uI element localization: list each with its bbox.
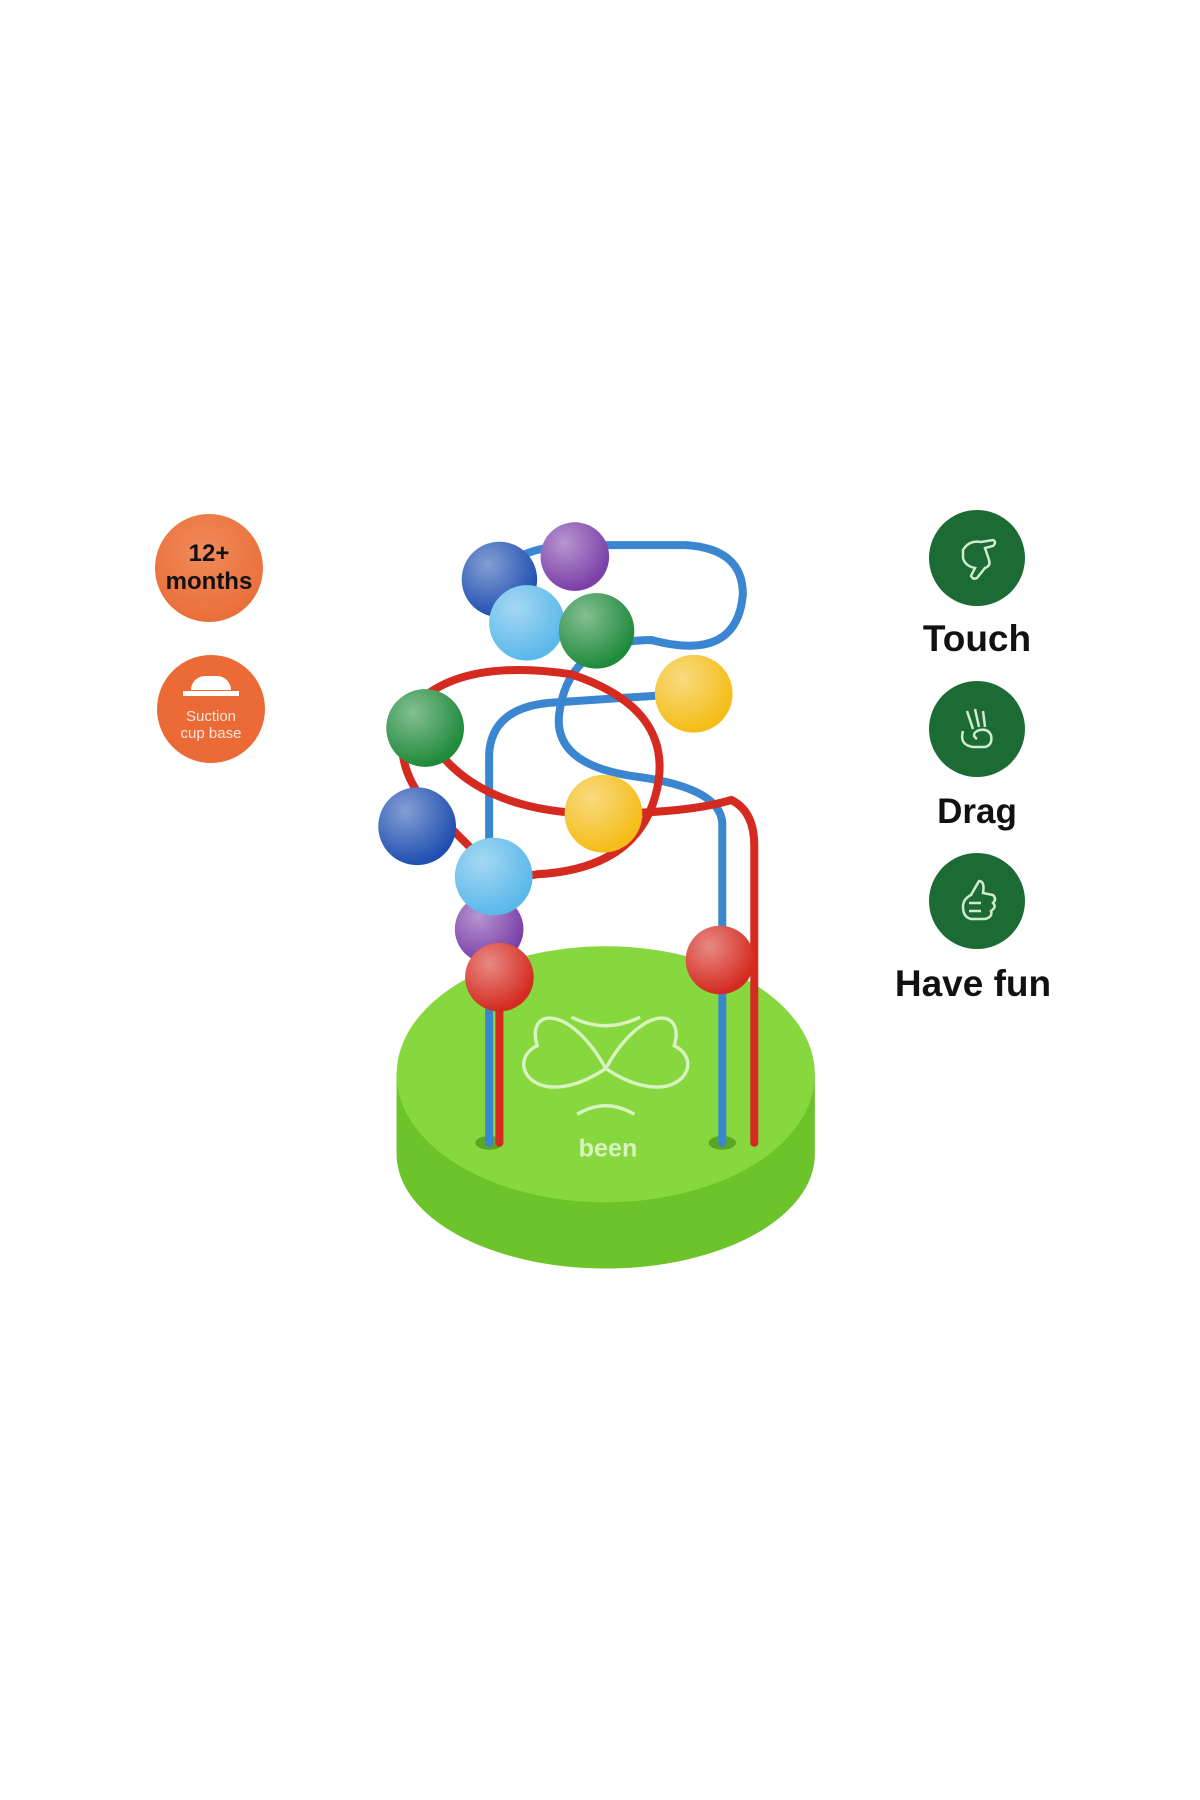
beads <box>378 522 755 1012</box>
age-badge: 12+ months <box>155 514 263 622</box>
age-unit: months <box>165 568 253 595</box>
clover-logo <box>522 1015 690 1116</box>
thumbs-up-icon <box>929 853 1025 949</box>
pointing-hand-icon <box>929 510 1025 606</box>
suction-label-line1: Suction <box>185 708 237 725</box>
suction-cup-badge: Suction cup base <box>157 655 265 763</box>
age-number: 12+ <box>188 540 230 567</box>
touch-label: Touch <box>922 618 1032 659</box>
suction-cup-icon <box>183 676 239 698</box>
have-fun-label: Have fun <box>894 963 1052 1004</box>
drag-label: Drag <box>937 792 1017 831</box>
brand-logo: been <box>579 1135 638 1163</box>
ok-hand-icon <box>929 681 1025 777</box>
suction-label-line2: cup base <box>180 725 242 742</box>
